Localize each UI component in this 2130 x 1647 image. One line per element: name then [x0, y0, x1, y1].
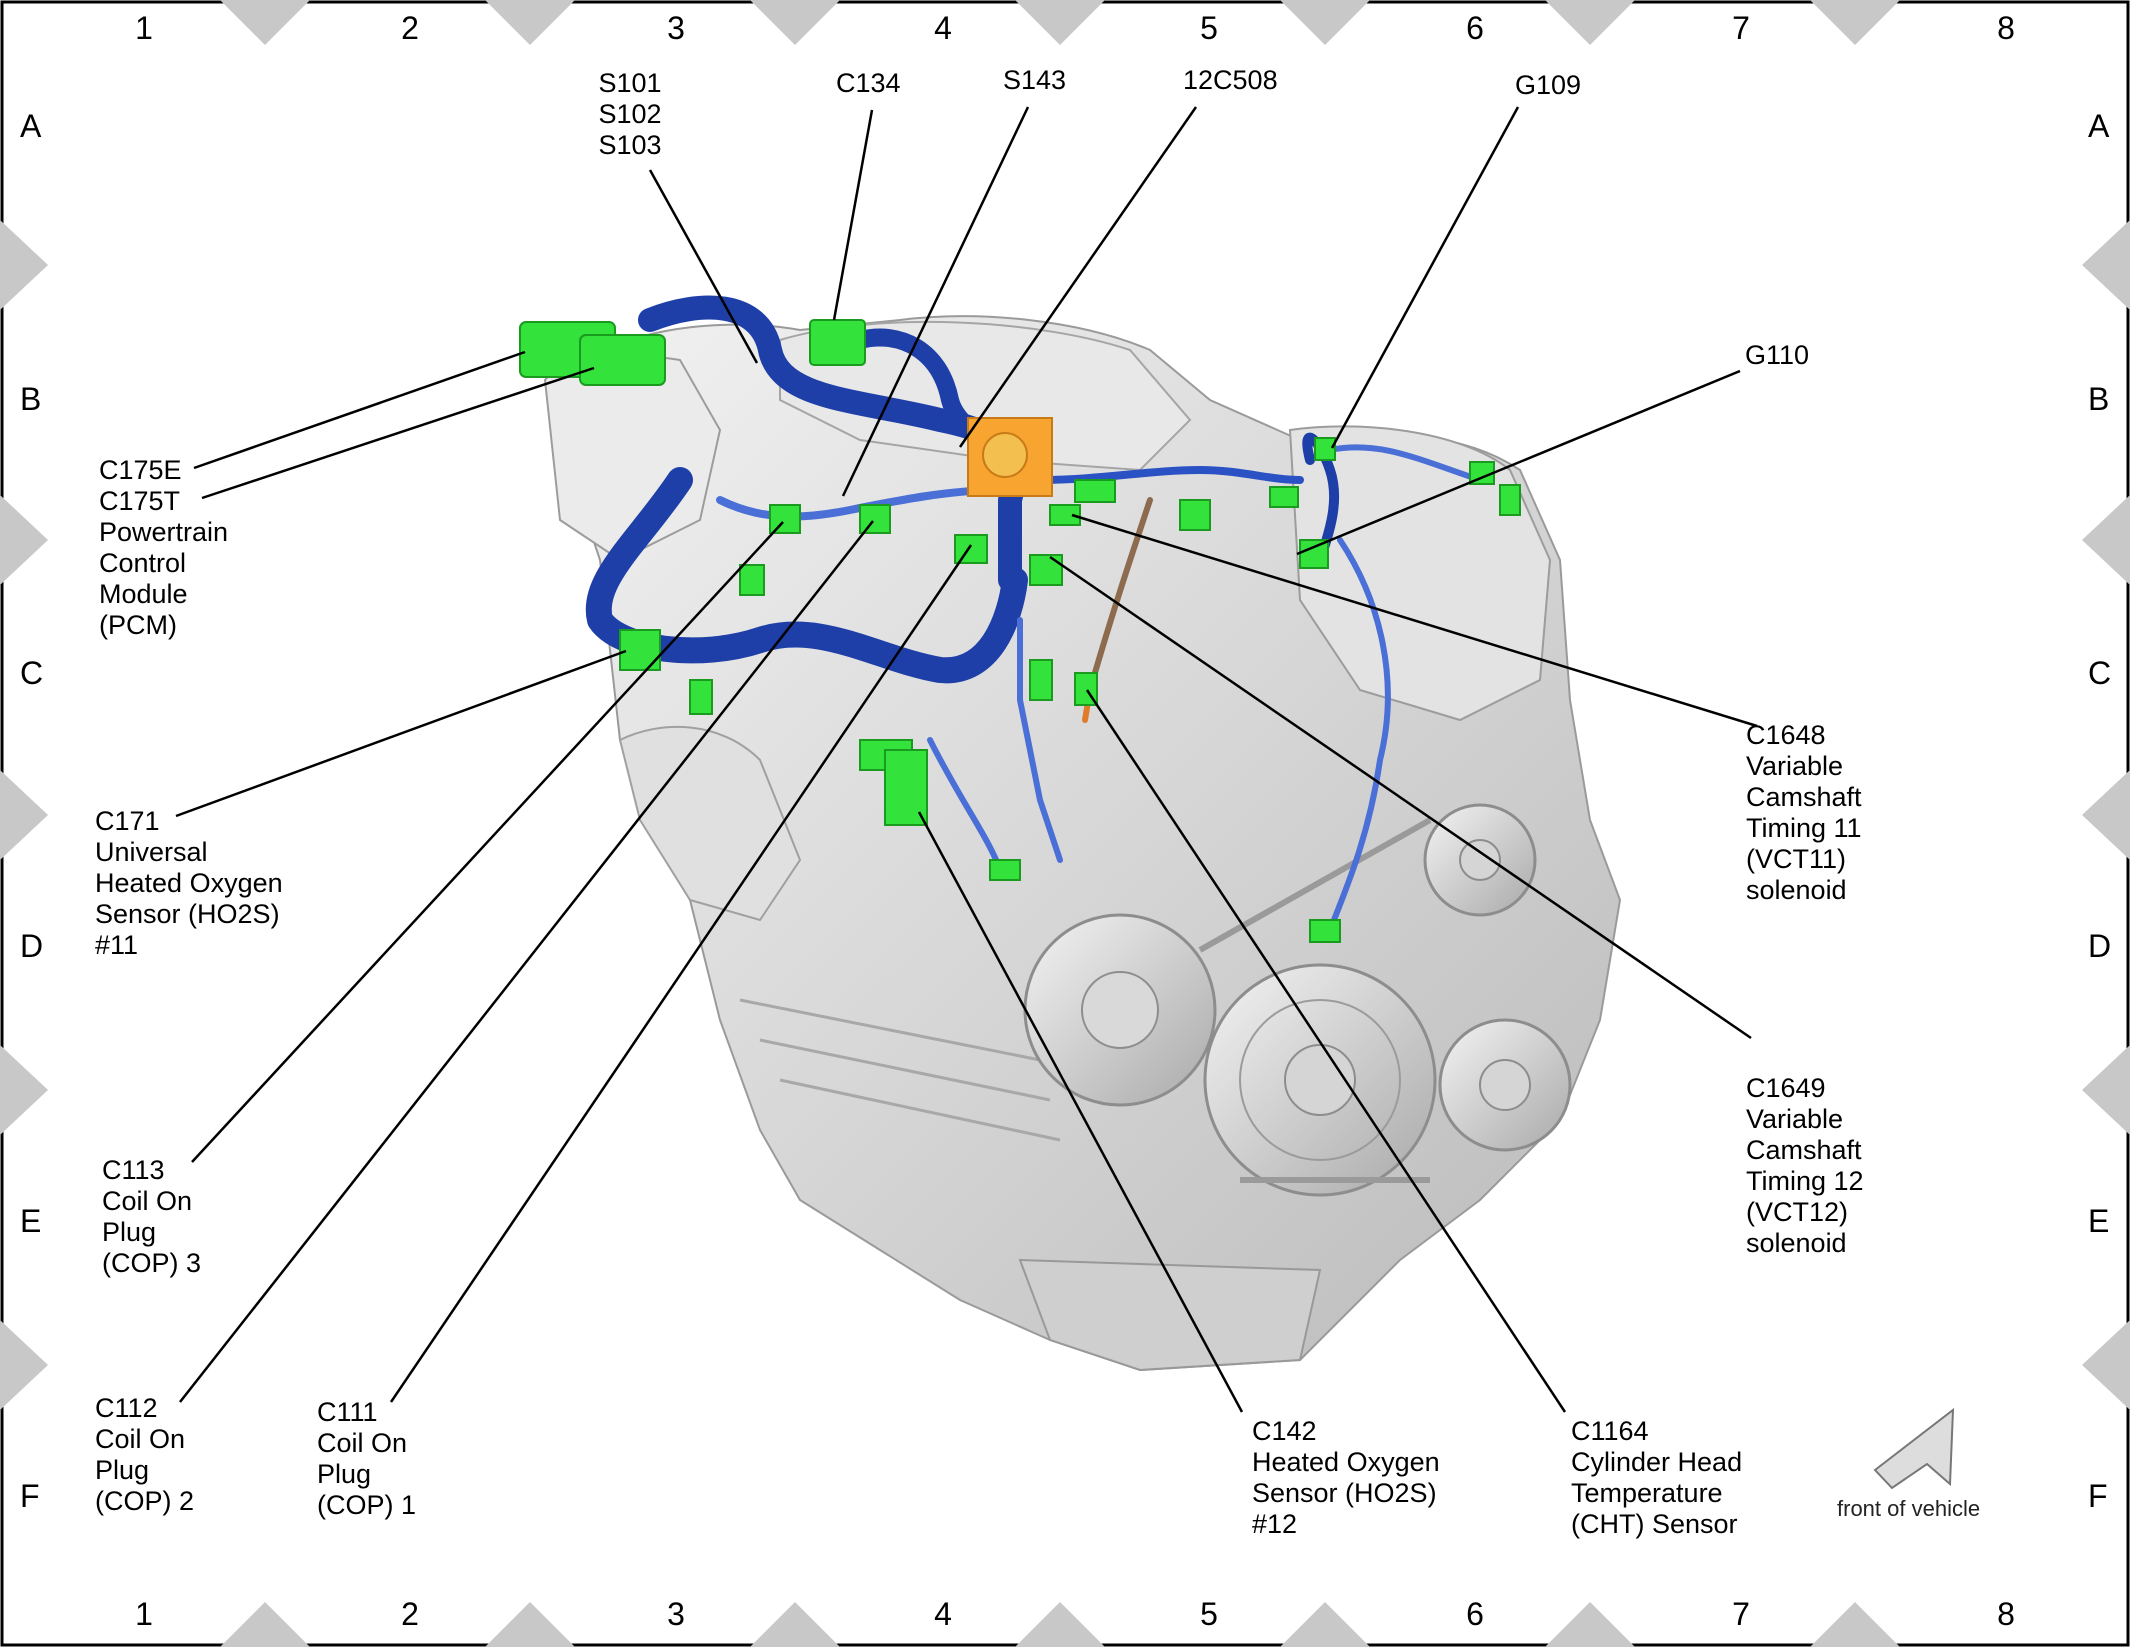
frame-diamonds-left — [0, 220, 48, 1410]
grid-row-e-left: E — [20, 1203, 42, 1239]
grid-row-d-left: D — [20, 928, 44, 964]
callout-c134: C134 — [836, 68, 901, 98]
callout-c113-cop3: C113 Coil On Plug (COP) 3 — [102, 1155, 202, 1278]
grid-row-d-right: D — [2088, 928, 2112, 964]
front-of-vehicle-arrow-icon — [1873, 1407, 1955, 1490]
grid-row-c-left: C — [20, 655, 44, 691]
callout-g109: G109 — [1515, 70, 1582, 100]
callout-c175-pcm: C175E C175T Powertrain Control Module (P… — [99, 455, 229, 640]
connectors — [519, 319, 1521, 943]
callout-g110: G110 — [1745, 340, 1810, 370]
grid-row-b-right: B — [2088, 381, 2110, 417]
grid-col-4-bottom: 4 — [934, 1596, 952, 1632]
leader-lines — [175, 106, 1758, 1413]
grid-row-a-left: A — [20, 108, 42, 144]
grid-col-2-bottom: 2 — [401, 1596, 419, 1632]
callout-c142-ho2s-12: C142 Heated Oxygen Sensor (HO2S) #12 — [1252, 1416, 1440, 1539]
grid-col-8-top: 8 — [1997, 10, 2015, 46]
grid-row-b-left: B — [20, 381, 42, 417]
callout-c1648-vct11: C1648 Variable Camshaft Timing 11 (VCT11… — [1746, 720, 1862, 905]
grid-col-3-top: 3 — [667, 10, 685, 46]
grid-col-5-top: 5 — [1200, 10, 1218, 46]
callout-12c508: 12C508 — [1183, 65, 1278, 95]
grid-col-6-bottom: 6 — [1466, 1596, 1484, 1632]
front-of-vehicle-label: front of vehicle — [1837, 1496, 1981, 1521]
grid-col-5-bottom: 5 — [1200, 1596, 1218, 1632]
grid-col-8-bottom: 8 — [1997, 1596, 2015, 1632]
grid-row-f-right: F — [2088, 1478, 2108, 1514]
callout-c112-cop2: C112 Coil On Plug (COP) 2 — [95, 1393, 195, 1516]
callout-c1164-cht-sensor: C1164 Cylinder Head Temperature (CHT) Se… — [1571, 1416, 1743, 1539]
grid-row-a-right: A — [2088, 108, 2110, 144]
frame-diamonds-top — [220, 0, 1900, 45]
grid-row-f-left: F — [20, 1478, 40, 1514]
pulleys — [1023, 803, 1572, 1197]
grid-col-1-top: 1 — [135, 10, 153, 46]
callout-c1649-vct12: C1649 Variable Camshaft Timing 12 (VCT12… — [1746, 1073, 1864, 1258]
callout-c171-ho2s-11: C171 Universal Heated Oxygen Sensor (HO2… — [95, 806, 283, 960]
grid-col-3-bottom: 3 — [667, 1596, 685, 1632]
callout-s101-s102-s103: S101 S102 S103 — [598, 68, 662, 160]
frame-diamonds-right — [2082, 220, 2130, 1410]
grid-col-6-top: 6 — [1466, 10, 1484, 46]
grid-row-e-right: E — [2088, 1203, 2110, 1239]
callout-c111-cop1: C111 Coil On Plug (COP) 1 — [317, 1397, 417, 1520]
grid-col-1-bottom: 1 — [135, 1596, 153, 1632]
frame-diamonds-bottom — [220, 1602, 1900, 1647]
grid-col-4-top: 4 — [934, 10, 952, 46]
grid-row-c-right: C — [2088, 655, 2112, 691]
callout-s143: S143 — [1003, 65, 1067, 95]
grid-col-2-top: 2 — [401, 10, 419, 46]
grid-col-7-top: 7 — [1732, 10, 1750, 46]
grid-col-7-bottom: 7 — [1732, 1596, 1750, 1632]
